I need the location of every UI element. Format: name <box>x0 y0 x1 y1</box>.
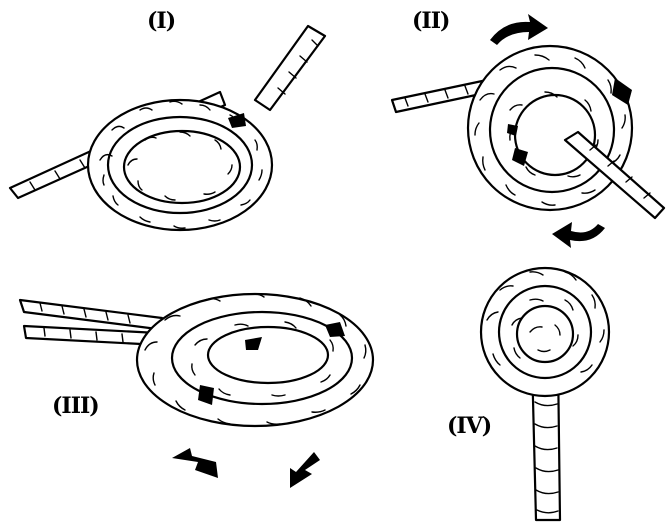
knot-diagram: (I) (II) (III) (IV) <box>0 0 668 525</box>
step-4-knot-ball-icon <box>0 0 668 525</box>
